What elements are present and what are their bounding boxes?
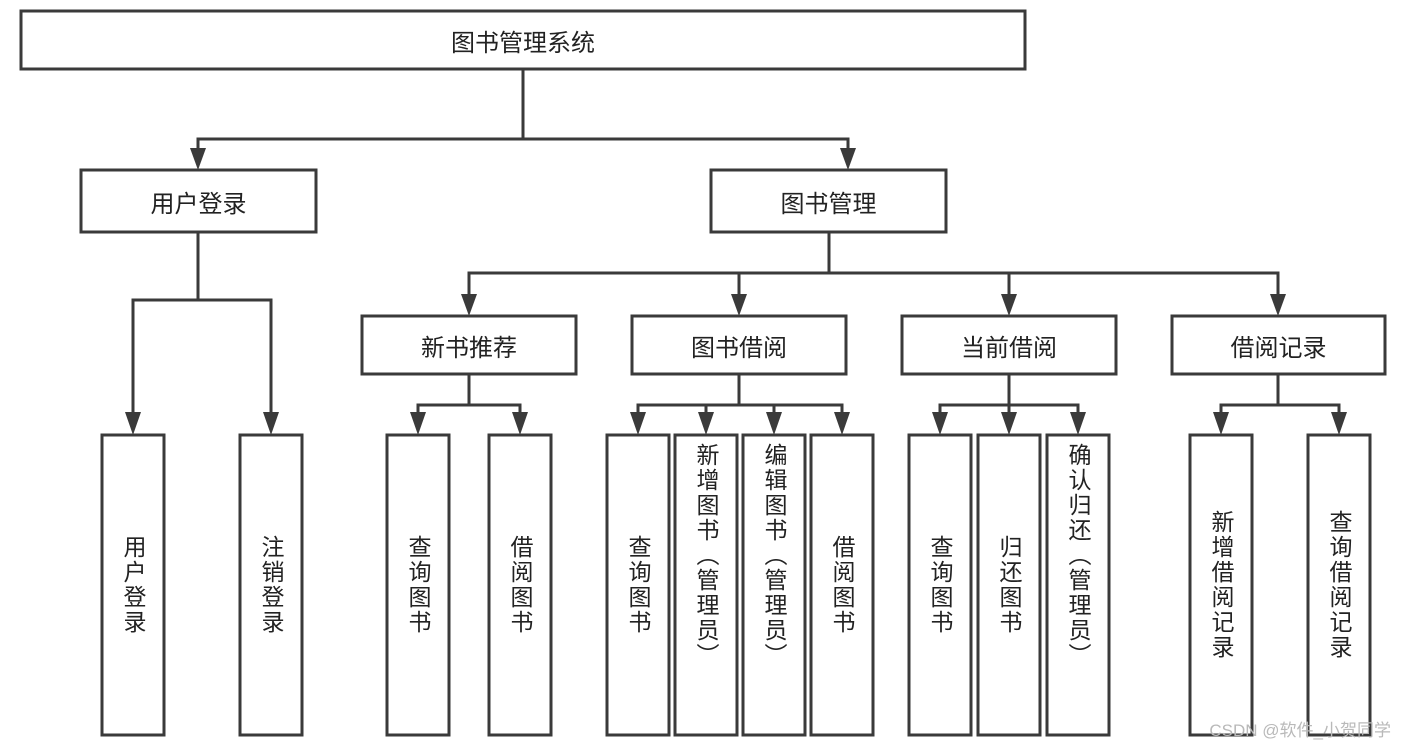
- node-label-borrow-record: 借阅记录: [1230, 334, 1327, 362]
- arrow-head-icon: [731, 294, 747, 316]
- node-label-leaf-edit-book: 编辑图书（管理员）: [761, 443, 787, 668]
- node-box-leaf-add-book[interactable]: [673, 433, 739, 737]
- node-label-leaf-query-book-3: 查询图书: [927, 535, 953, 635]
- node-label-leaf-logout: 注销登录: [258, 535, 284, 635]
- arrow-head-icon: [1213, 412, 1229, 435]
- arrow-head-icon: [834, 412, 850, 435]
- node-label-user-login: 用户登录: [150, 190, 247, 218]
- node-label-leaf-borrow-book-2: 借阅图书: [829, 535, 855, 635]
- arrow-head-icon: [630, 412, 646, 435]
- node-box-leaf-user-login[interactable]: [100, 433, 166, 737]
- arrow-head-icon: [698, 412, 714, 435]
- arrow-head-icon: [190, 148, 206, 170]
- arrow-head-icon: [932, 412, 948, 435]
- node-box-leaf-logout[interactable]: [238, 433, 304, 737]
- arrow-head-icon: [1331, 412, 1347, 435]
- node-box-current-borrow[interactable]: [900, 314, 1118, 376]
- arrow-head-icon: [1270, 294, 1286, 316]
- node-box-new-book-recommend[interactable]: [360, 314, 578, 376]
- node-box-leaf-query-book-1[interactable]: [385, 433, 451, 737]
- node-label-leaf-user-login: 用户登录: [120, 535, 146, 635]
- node-box-leaf-borrow-book-1[interactable]: [487, 433, 553, 737]
- arrow-head-icon: [1001, 294, 1017, 316]
- connector-group-user-login: [125, 230, 279, 435]
- node-box-borrow-record[interactable]: [1170, 314, 1387, 376]
- node-box-leaf-edit-book[interactable]: [741, 433, 807, 737]
- node-label-new-book-recommend: 新书推荐: [421, 334, 517, 362]
- node-box-leaf-query-book-2[interactable]: [605, 433, 671, 737]
- node-label-book-borrow: 图书借阅: [691, 334, 787, 362]
- node-box-root[interactable]: [19, 9, 1027, 71]
- node-box-leaf-query-record[interactable]: [1306, 433, 1372, 737]
- arrow-head-icon: [410, 412, 426, 435]
- node-label-leaf-query-book-2: 查询图书: [625, 535, 651, 635]
- connector-group-root: [190, 67, 856, 170]
- connector-group-book-manage: [461, 230, 1286, 316]
- node-label-leaf-query-record: 查询借阅记录: [1326, 510, 1352, 660]
- connector-group-current-borrow: [932, 372, 1086, 435]
- node-box-leaf-query-book-3[interactable]: [907, 433, 973, 737]
- arrow-head-icon: [766, 412, 782, 435]
- arrow-head-icon: [1001, 412, 1017, 435]
- arrow-head-icon: [125, 412, 141, 435]
- node-box-user-login[interactable]: [79, 168, 318, 234]
- node-box-leaf-confirm-return[interactable]: [1045, 433, 1111, 737]
- node-label-leaf-confirm-return: 确认归还（管理员）: [1065, 443, 1091, 668]
- node-label-leaf-add-book: 新增图书（管理员）: [693, 443, 719, 668]
- arrow-head-icon: [1070, 412, 1086, 435]
- arrow-head-icon: [461, 294, 477, 316]
- connector-group-book-borrow: [630, 372, 850, 435]
- node-label-leaf-add-record: 新增借阅记录: [1208, 510, 1234, 660]
- node-box-leaf-add-record[interactable]: [1188, 433, 1254, 737]
- node-label-leaf-borrow-book-1: 借阅图书: [507, 535, 533, 635]
- connector-group-borrow-record: [1213, 372, 1347, 435]
- node-box-book-borrow[interactable]: [630, 314, 848, 376]
- node-label-book-manage: 图书管理: [780, 190, 877, 218]
- node-label-leaf-query-book-1: 查询图书: [405, 535, 431, 635]
- node-box-leaf-return-book[interactable]: [976, 433, 1042, 737]
- arrow-head-icon: [840, 148, 856, 170]
- arrow-head-icon: [512, 412, 528, 435]
- node-label-current-borrow: 当前借阅: [961, 334, 1057, 362]
- node-label-root: 图书管理系统: [451, 29, 595, 57]
- node-box-leaf-borrow-book-2[interactable]: [809, 433, 875, 737]
- node-label-leaf-return-book: 归还图书: [996, 535, 1022, 635]
- arrow-head-icon: [263, 412, 279, 435]
- node-box-book-manage[interactable]: [709, 168, 948, 234]
- connector-group-new-book-recommend: [410, 372, 528, 435]
